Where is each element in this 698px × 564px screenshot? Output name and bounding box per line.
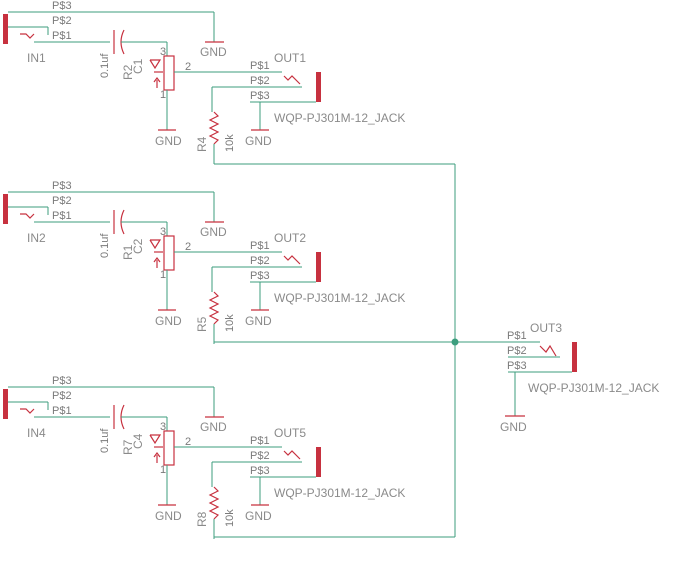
input-jack-body	[3, 194, 8, 224]
potentiometer	[163, 430, 175, 466]
output-jack-body	[316, 72, 321, 102]
mix-output-jack: P$1 P$2 P$3 OUT3 WQP-PJ301M-12_JACK GND	[500, 321, 659, 434]
cap-value: 0.1uf	[99, 53, 111, 78]
pot-wiper-arrow	[149, 59, 162, 70]
gnd-label: GND	[200, 225, 227, 239]
output-jack-body	[316, 447, 321, 477]
out-pin-p2: P$2	[250, 255, 270, 267]
pin-label-p3: P$3	[52, 180, 72, 192]
pin-label-p1: P$1	[52, 30, 72, 42]
out-pin-p3: P$3	[250, 465, 270, 477]
gnd-label: GND	[245, 509, 272, 523]
gnd-label: GND	[200, 45, 227, 59]
potentiometer	[163, 55, 175, 91]
pin-label-p1: P$1	[52, 405, 72, 417]
resistor-value: 10k	[224, 134, 236, 152]
pot-pin-3: 3	[160, 46, 166, 58]
jack-part-label: WQP-PJ301M-12_JACK	[528, 381, 659, 395]
pot-name: R1	[121, 244, 135, 260]
out-pin-p2: P$2	[507, 345, 527, 357]
out-pin-p1: P$1	[250, 240, 270, 252]
resistor	[208, 291, 220, 325]
input-name: IN1	[27, 51, 46, 65]
resistor-name: R5	[195, 316, 209, 332]
pin-label-p3: P$3	[52, 375, 72, 387]
pot-pin-3: 3	[160, 421, 166, 433]
pot-name: R2	[121, 64, 135, 80]
pot-pin-1: 1	[160, 269, 166, 281]
resistor-value: 10k	[224, 314, 236, 332]
jack-tip-contact	[283, 75, 301, 85]
resistor-name: R4	[195, 136, 209, 152]
gnd-label: GND	[500, 420, 527, 434]
pin-label-p3: P$3	[52, 0, 72, 12]
gnd-label: GND	[245, 314, 272, 328]
pot-wiper-arrow	[149, 434, 162, 445]
jack-tip-contact	[283, 255, 301, 265]
input-name: IN4	[27, 426, 46, 440]
pin-label-p2: P$2	[52, 390, 72, 402]
out-pin-p3: P$3	[250, 90, 270, 102]
pot-pin-1: 1	[160, 89, 166, 101]
stage-2: P$3 P$2 P$1 IN2 GND 0.1uf R1 C2 3 1 2 GN…	[3, 180, 405, 344]
mix-bus	[214, 163, 508, 538]
resistor	[208, 486, 220, 520]
pot-pin-1: 1	[160, 464, 166, 476]
stage-1: P$3 P$2 P$1 IN1 GND 0.1uf R2 C1 3 1 2 GN…	[3, 0, 405, 164]
gnd-label: GND	[200, 420, 227, 434]
input-jack-body	[3, 14, 8, 44]
resistor	[208, 111, 220, 145]
out-pin-p1: P$1	[250, 60, 270, 72]
gnd-label: GND	[155, 134, 182, 148]
pot-pin-2: 2	[185, 61, 191, 73]
jack-part-label: WQP-PJ301M-12_JACK	[274, 291, 405, 305]
pin-label-p2: P$2	[52, 15, 72, 27]
jack-tip-contact	[20, 408, 35, 414]
out-pin-p1: P$1	[250, 435, 270, 447]
cap-name: C1	[131, 58, 145, 74]
pot-wiper-arrow	[149, 239, 162, 250]
jack-part-label: WQP-PJ301M-12_JACK	[274, 111, 405, 125]
jack-part-label: WQP-PJ301M-12_JACK	[274, 486, 405, 500]
jack-tip-contact	[283, 450, 301, 460]
out-pin-p2: P$2	[250, 450, 270, 462]
gnd-label: GND	[245, 134, 272, 148]
resistor-value: 10k	[224, 509, 236, 527]
pot-pin-2: 2	[185, 436, 191, 448]
cap-name: C2	[131, 238, 145, 254]
output-name: OUT5	[274, 426, 306, 440]
cap-value: 0.1uf	[99, 428, 111, 453]
output-name: OUT3	[530, 321, 562, 335]
output-jack-body	[572, 342, 577, 372]
out-pin-p1: P$1	[507, 330, 527, 342]
potentiometer	[163, 235, 175, 271]
output-name: OUT2	[274, 231, 306, 245]
jack-tip-contact	[20, 33, 35, 39]
input-jack-body	[3, 389, 8, 419]
out-pin-p3: P$3	[507, 360, 527, 372]
gnd-label: GND	[155, 509, 182, 523]
pot-pin-2: 2	[185, 241, 191, 253]
pin-label-p2: P$2	[52, 195, 72, 207]
output-name: OUT1	[274, 51, 306, 65]
gnd-label: GND	[155, 314, 182, 328]
out-pin-p2: P$2	[250, 75, 270, 87]
output-jack-body	[316, 252, 321, 282]
pin-label-p1: P$1	[52, 210, 72, 222]
out-pin-p3: P$3	[250, 270, 270, 282]
resistor-name: R8	[195, 511, 209, 527]
jack-tip-contact	[20, 213, 35, 219]
cap-name: C4	[131, 433, 145, 449]
pot-pin-3: 3	[160, 226, 166, 238]
cap-value: 0.1uf	[99, 233, 111, 258]
input-name: IN2	[27, 231, 46, 245]
stage-3: P$3 P$2 P$1 IN4 GND 0.1uf R7 C4 3 1 2 GN…	[3, 375, 405, 539]
pot-name: R7	[121, 439, 135, 455]
